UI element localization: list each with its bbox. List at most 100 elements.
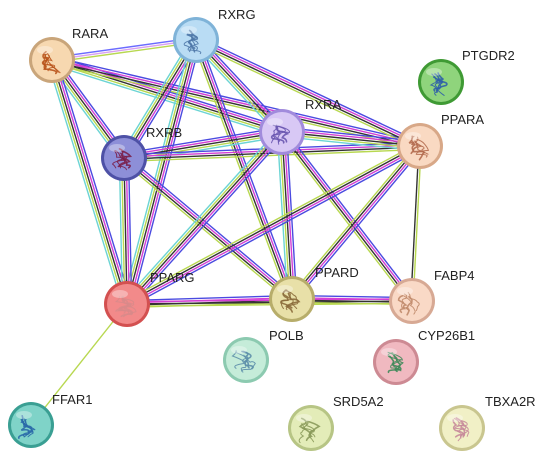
node-label: PPARG (150, 270, 195, 285)
edge-evidence-line (30, 303, 128, 426)
node-polb[interactable]: POLB (223, 328, 304, 383)
protein-structure-icon (231, 350, 256, 373)
edge-ppara-fabp4[interactable] (410, 145, 422, 302)
edge-evidence-line (194, 42, 419, 150)
node-ffar1[interactable]: FFAR1 (8, 392, 92, 448)
node-ptgdr2[interactable]: PTGDR2 (418, 48, 515, 105)
edge-evidence-line (410, 145, 420, 301)
edge-rxra-fabp4[interactable] (278, 129, 416, 304)
node-label: SRD5A2 (333, 394, 384, 409)
node-fabp4[interactable]: FABP4 (389, 268, 474, 324)
protein-structure-icon (429, 72, 448, 96)
edge-evidence-line (282, 126, 421, 143)
node-highlight (447, 414, 463, 422)
node-highlight (267, 118, 283, 126)
edge-evidence-line (53, 59, 130, 304)
edge-evidence-line (198, 38, 296, 299)
node-rxra[interactable]: RXRA (259, 97, 341, 155)
node-ppara[interactable]: PPARA (397, 112, 484, 169)
edge-evidence-line (278, 133, 410, 304)
edge-rxrb-ppard[interactable] (121, 154, 295, 303)
edge-evidence-line (127, 146, 421, 306)
node-highlight (16, 411, 32, 419)
edge-evidence-line (284, 129, 416, 300)
edge-evidence-line (197, 36, 422, 144)
node-label: TBXA2R (485, 394, 536, 409)
node-highlight (37, 46, 53, 54)
edge-evidence-line (124, 148, 421, 163)
edge-evidence-line (51, 37, 196, 59)
edge-evidence-line (126, 294, 292, 302)
edge-evidence-line (52, 55, 421, 144)
edge-evidence-line (123, 129, 282, 157)
edge-evidence-line (121, 160, 291, 303)
edge-ppara-pparg[interactable] (125, 142, 422, 308)
edge-pparg-ffar1[interactable] (30, 303, 128, 426)
node-bubble (11, 405, 51, 445)
node-pparg[interactable]: PPARG (104, 270, 195, 327)
edge-rxra-pparg[interactable] (123, 128, 286, 308)
edge-rxrg-ppara[interactable] (194, 36, 422, 150)
node-rxrb[interactable]: RXRB (101, 125, 182, 181)
edge-rxrb-pparg[interactable] (118, 157, 133, 305)
edge-evidence-line (46, 61, 124, 306)
edge-evidence-line (128, 40, 199, 305)
edge-evidence-line (52, 58, 421, 146)
node-ppard[interactable]: PPARD (269, 265, 359, 322)
edge-evidence-line (129, 134, 286, 308)
node-highlight (381, 348, 397, 356)
node-label: RXRG (218, 7, 256, 22)
protein-structure-icon (183, 29, 202, 55)
edge-evidence-line (125, 142, 419, 302)
protein-structure-icon (17, 415, 36, 439)
edge-evidence-line (128, 148, 422, 308)
edge-evidence-line (292, 146, 422, 301)
node-highlight (397, 287, 413, 295)
edge-evidence-line (281, 135, 420, 152)
edge-evidence-line (55, 58, 133, 303)
edge-evidence-line (285, 131, 298, 299)
edge-evidence-line (123, 157, 128, 305)
edge-evidence-line (281, 131, 421, 147)
edge-evidence-line (123, 39, 197, 159)
edge-evidence-line (121, 38, 195, 158)
protein-structure-icon (114, 295, 137, 318)
edge-evidence-line (121, 38, 193, 304)
edge-evidence-line (121, 158, 126, 305)
edge-evidence-line (281, 131, 293, 300)
edge-rara-rxrg[interactable] (51, 37, 197, 63)
node-srd5a2[interactable]: SRD5A2 (288, 394, 384, 451)
edge-rxrg-pparg[interactable] (121, 38, 202, 306)
edge-rxra-ppara[interactable] (281, 126, 421, 152)
edge-evidence-line (118, 158, 124, 305)
node-highlight (112, 290, 128, 298)
edge-evidence-line (123, 128, 280, 302)
edge-ppara-ppard[interactable] (288, 143, 424, 302)
node-rxrg[interactable]: RXRG (173, 7, 256, 63)
node-label: PPARA (441, 112, 484, 127)
edge-evidence-line (282, 129, 421, 145)
edge-evidence-line (290, 144, 420, 299)
node-label: PPARD (315, 265, 359, 280)
edge-rxrg-ppard[interactable] (192, 38, 296, 301)
edge-evidence-line (123, 126, 282, 155)
node-rara[interactable]: RARA (29, 26, 108, 83)
node-label: CYP26B1 (418, 328, 475, 343)
node-bubble (32, 40, 72, 80)
protein-structure-icon (408, 135, 430, 161)
node-tbxa2r[interactable]: TBXA2R (439, 394, 536, 451)
node-highlight (181, 26, 197, 34)
node-label: POLB (269, 328, 304, 343)
edge-evidence-line (122, 158, 292, 301)
edge-evidence-line (195, 40, 420, 148)
edge-evidence-line (125, 154, 295, 297)
edge-evidence-line (124, 146, 421, 160)
protein-structure-icon (298, 417, 321, 444)
edge-evidence-line (124, 129, 281, 303)
edge-evidence-line (124, 156, 294, 299)
node-cyp26b1[interactable]: CYP26B1 (373, 328, 475, 385)
edge-rara-pparg[interactable] (46, 58, 133, 306)
